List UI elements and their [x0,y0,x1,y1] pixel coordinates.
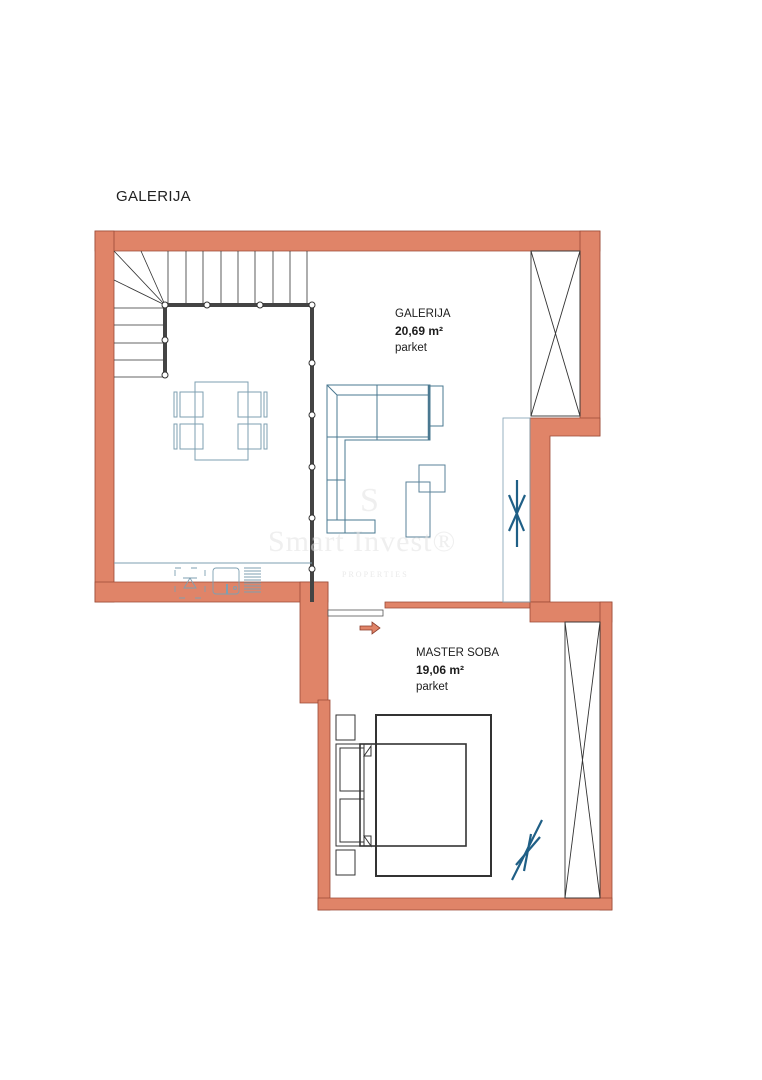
room-label-galerija: GALERIJA 20,69 m² parket [395,306,451,357]
room-area: 19,06 m² [416,663,465,677]
room-floor: parket [416,681,448,693]
staircase [113,250,308,378]
terrace-outline [502,417,531,603]
wall-bedroom-bottom [317,897,613,911]
room-label-master-soba: MASTER SOBA 19,06 m² parket [416,645,499,696]
dining-table [173,381,268,461]
wall-mid [384,601,531,609]
door-threshold [327,609,384,617]
window-bedroom-icon [511,819,543,881]
walls [94,230,613,911]
sofa [326,384,444,534]
bed [335,714,492,877]
nightstands [335,714,356,876]
kitchen-counter [114,562,312,599]
watermark-brand: Smart Invest® [268,525,457,558]
wall-bottom-left [94,581,329,603]
entry-arrow-icon [359,621,381,635]
room-name: MASTER SOBA [416,647,500,659]
wall-left-upper [94,230,115,603]
coffee-table [405,464,446,538]
room-floor: parket [395,342,427,354]
room-name: GALERIJA [395,308,451,320]
wardrobe-galerija [530,250,581,417]
wardrobe-bedroom [564,621,601,899]
drainboard [244,567,261,593]
wall-bedroom-right [599,601,613,911]
window-galerija-icon [507,480,527,547]
plan-title: GALERIJA [116,188,191,205]
watermark-logo: S [360,482,379,519]
railing-posts [161,301,316,573]
room-area: 20,69 m² [395,324,444,338]
wall-right-step [529,417,601,603]
wall-bedroom-left [317,699,331,911]
wall-right-upper [579,230,601,437]
wall-top [94,230,601,252]
watermark-sub: PROPERTIES [342,570,409,579]
